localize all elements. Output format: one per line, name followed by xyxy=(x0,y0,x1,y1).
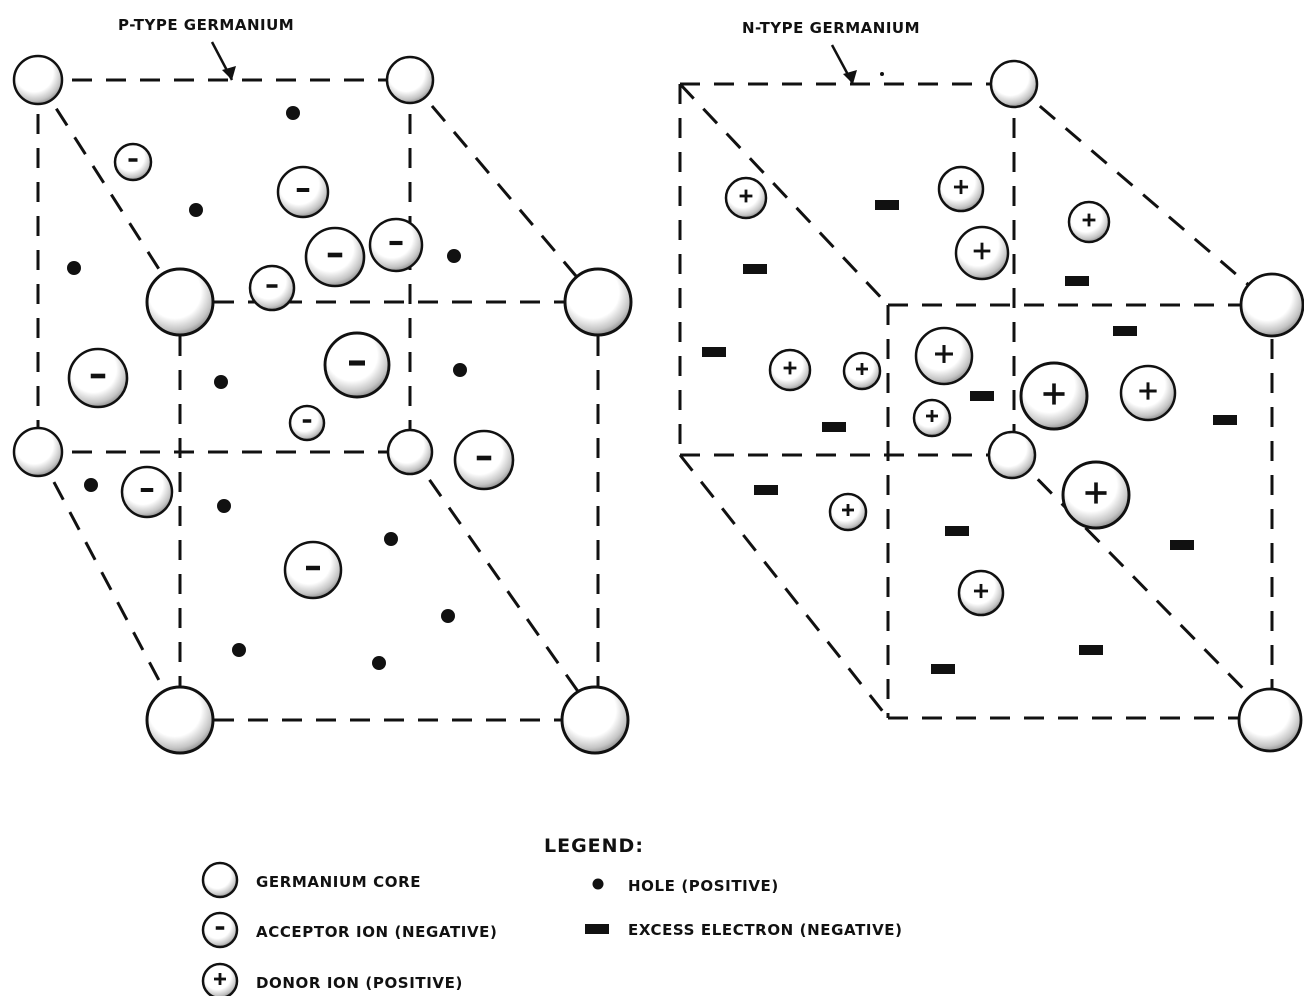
excess-electron xyxy=(945,526,969,536)
germanium-core xyxy=(560,685,630,755)
germanium-core xyxy=(1237,687,1303,753)
hole xyxy=(214,375,228,389)
minus-sign xyxy=(266,284,278,288)
acceptor-ion xyxy=(201,911,239,949)
donor-ion xyxy=(842,351,882,391)
acceptor-ion xyxy=(283,540,343,600)
acceptor-ion xyxy=(67,347,129,409)
excess-electron xyxy=(931,664,955,674)
germanium-core xyxy=(145,267,215,337)
excess-electron xyxy=(1213,415,1237,425)
germanium-core xyxy=(12,426,64,478)
legend-excess-electron-icon xyxy=(585,924,609,934)
p-type-title: P-TYPE GERMANIUM xyxy=(118,16,294,34)
acceptor-ion xyxy=(120,465,174,519)
donor-ion xyxy=(1067,200,1111,244)
legend-acceptor-ion-label: ACCEPTOR ION (NEGATIVE) xyxy=(256,923,497,941)
n-type-title: N-TYPE GERMANIUM xyxy=(742,19,920,37)
excess-electron xyxy=(875,200,899,210)
minus-sign xyxy=(296,188,310,192)
n-type-title-arrow xyxy=(830,44,857,85)
donor-ion xyxy=(957,569,1005,617)
minus-sign xyxy=(327,252,343,258)
donor-ion xyxy=(724,176,768,220)
excess-electron xyxy=(822,422,846,432)
excess-electron xyxy=(1065,276,1089,286)
n-type-cube-edges xyxy=(678,82,1274,720)
hole xyxy=(286,106,300,120)
legend-donor-ion-icon xyxy=(201,962,239,996)
hole xyxy=(441,609,455,623)
donor-ion xyxy=(1061,460,1131,530)
hole xyxy=(217,499,231,513)
minus-sign xyxy=(140,488,154,492)
legend-germanium-core-icon xyxy=(201,861,239,899)
donor-ion xyxy=(1119,364,1177,422)
germanium-core xyxy=(1239,272,1304,338)
p-type-cube-edges xyxy=(36,78,600,722)
minus-sign xyxy=(90,373,106,379)
acceptor-ion xyxy=(368,217,424,273)
acceptor-ion xyxy=(304,226,366,288)
excess-electron xyxy=(1113,326,1137,336)
minus-sign xyxy=(349,360,365,366)
donor-ion xyxy=(768,348,812,392)
hole xyxy=(67,261,81,275)
legend-hole-icon xyxy=(592,878,604,890)
germanium-core xyxy=(201,861,239,899)
excess-electron xyxy=(1170,540,1194,550)
legend-acceptor-ion-icon xyxy=(201,911,239,949)
germanium-core xyxy=(12,54,64,106)
excess-electron xyxy=(702,347,726,357)
germanium-core xyxy=(386,428,434,476)
hole xyxy=(189,203,203,217)
donor-ion xyxy=(1019,361,1089,431)
minus-sign xyxy=(302,419,312,423)
hole xyxy=(384,532,398,546)
donor-ion xyxy=(201,962,239,996)
stray-dot xyxy=(880,72,884,76)
minus-sign xyxy=(306,565,320,571)
excess-electron xyxy=(1079,645,1103,655)
acceptor-ion xyxy=(276,165,330,219)
donor-ion xyxy=(912,398,952,438)
hole xyxy=(447,249,461,263)
hole xyxy=(372,656,386,670)
germanium-core xyxy=(145,685,215,755)
excess-electron xyxy=(754,485,778,495)
n-type-particles xyxy=(702,59,1304,753)
donor-ion xyxy=(937,165,985,213)
excess-electron xyxy=(970,391,994,401)
germanium-core xyxy=(987,430,1037,480)
minus-sign xyxy=(128,158,138,162)
excess-electron xyxy=(743,264,767,274)
minus-sign xyxy=(476,455,492,461)
legend-excess-electron-label: EXCESS ELECTRON (NEGATIVE) xyxy=(628,921,903,939)
p-type-particles xyxy=(12,54,633,755)
minus-sign xyxy=(215,926,225,930)
legend-donor-ion-label: DONOR ION (POSITIVE) xyxy=(256,974,463,992)
p-type-title-arrow xyxy=(210,41,236,81)
donor-ion xyxy=(914,326,974,386)
donor-ion xyxy=(954,225,1010,281)
hole xyxy=(453,363,467,377)
germanium-core xyxy=(385,55,435,105)
legend-heading: LEGEND: xyxy=(544,835,644,857)
minus-sign xyxy=(389,240,403,246)
hole xyxy=(232,643,246,657)
acceptor-ion xyxy=(323,331,391,399)
acceptor-ion xyxy=(453,429,515,491)
legend: LEGEND: GERMANIUM CORE ACCEPTOR ION (NEG… xyxy=(201,835,903,996)
acceptor-ion xyxy=(288,404,326,442)
legend-germanium-core-label: GERMANIUM CORE xyxy=(256,873,421,891)
hole xyxy=(84,478,98,492)
acceptor-ion xyxy=(113,142,153,182)
legend-hole-label: HOLE (POSITIVE) xyxy=(628,877,779,895)
acceptor-ion xyxy=(248,264,296,312)
donor-ion xyxy=(828,492,868,532)
germanium-core xyxy=(989,59,1039,109)
germanium-core xyxy=(563,267,633,337)
